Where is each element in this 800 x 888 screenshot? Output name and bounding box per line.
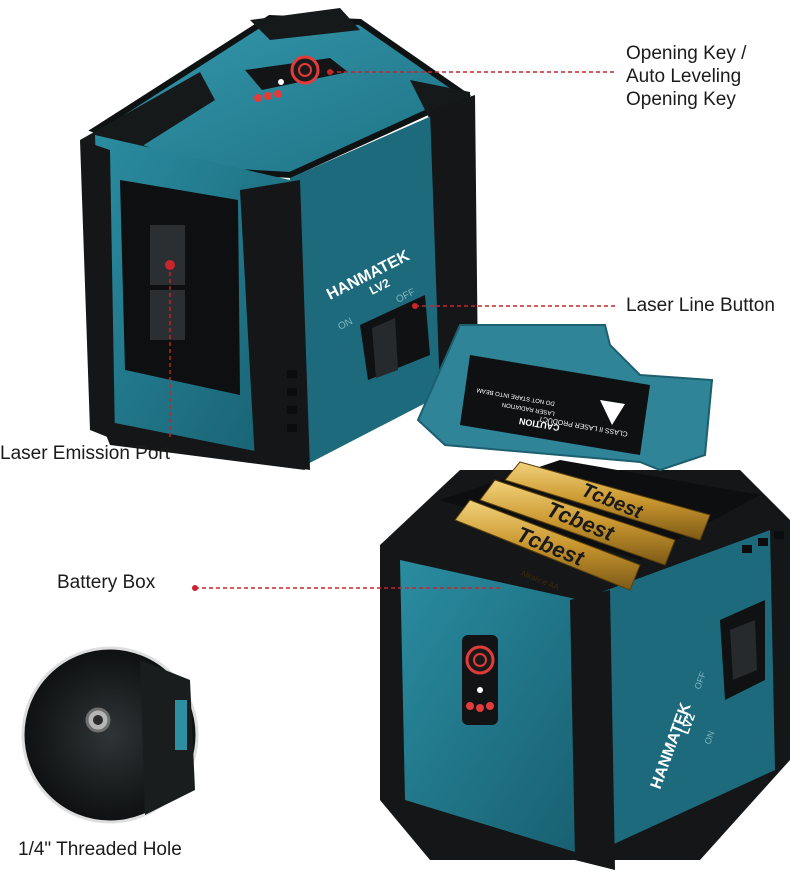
- bottom-laser-level: Tcbest Tcbest Tcbest Alkaline AA HANMATE…: [380, 460, 790, 870]
- opening-key-line1: Opening Key /: [626, 43, 747, 64]
- callout-dots: [167, 69, 418, 591]
- opening-key-line3: Opening Key: [626, 89, 736, 110]
- opening-key-label: Opening Key / Auto Leveling Opening Key: [626, 42, 746, 111]
- threaded-hole-label: 1/4" Threaded Hole: [18, 839, 182, 860]
- top-laser-level: HANMATEK LV2 ON OFF: [80, 8, 478, 470]
- callout-lines: [169, 71, 615, 589]
- battery-cover: CLASS II LASER PRODUCT CAUTION LASER RAD…: [416, 324, 714, 472]
- laser-emission-port-label: Laser Emission Port: [0, 443, 171, 464]
- bottom-model-text: LV2: [678, 711, 698, 736]
- battery-box-label: Battery Box: [57, 572, 156, 593]
- laser-line-button-label: Laser Line Button: [626, 295, 775, 316]
- opening-key-line2: Auto Leveling: [626, 66, 742, 87]
- threaded-hole-zoom: [21, 646, 199, 824]
- bottom-on-text: ON: [702, 730, 716, 746]
